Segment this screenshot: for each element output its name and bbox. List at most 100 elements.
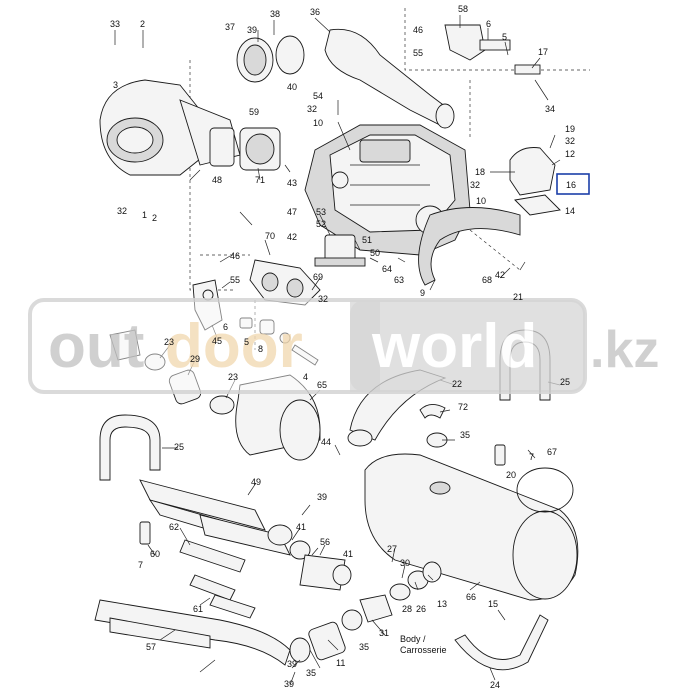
- callout-40: 40: [287, 82, 297, 92]
- callout-45: 45: [212, 336, 222, 346]
- callout-4: 4: [303, 372, 308, 382]
- watermark: out door world .kz: [28, 298, 659, 394]
- callout-1: 1: [142, 210, 147, 220]
- callout-5: 5: [244, 337, 249, 347]
- callout-35: 35: [306, 668, 316, 678]
- callout-42: 42: [495, 270, 505, 280]
- callout-22: 22: [452, 379, 462, 389]
- callout-20: 20: [506, 470, 516, 480]
- callout-26: 26: [416, 604, 426, 614]
- heat-shields: [179, 539, 256, 619]
- callout-25: 25: [174, 442, 184, 452]
- callout-28: 28: [402, 604, 412, 614]
- collector-pipes: [139, 479, 352, 591]
- callout-46: 46: [413, 25, 423, 35]
- callout-11: 11: [336, 658, 345, 668]
- callout-69: 69: [313, 272, 323, 282]
- callout-42: 42: [287, 232, 297, 242]
- callout-18: 18: [475, 167, 485, 177]
- callout-57: 57: [146, 642, 156, 652]
- callout-29: 29: [190, 354, 200, 364]
- callout-53: 53: [316, 207, 326, 217]
- callout-25: 25: [560, 377, 570, 387]
- callout-10: 10: [476, 196, 486, 206]
- callout-9: 9: [420, 288, 425, 298]
- outlet-fittings: [289, 561, 442, 663]
- callout-5: 5: [502, 32, 507, 42]
- throttle-body: [209, 127, 281, 171]
- support-bracket: [418, 207, 521, 286]
- air-duct: [236, 28, 455, 129]
- callout-37: 37: [225, 22, 235, 32]
- upper-bracket: [444, 24, 541, 75]
- callout-39: 39: [247, 25, 257, 35]
- callout-39: 39: [317, 492, 327, 502]
- callout-58: 58: [458, 4, 468, 14]
- callout-55: 55: [413, 48, 423, 58]
- callout-7: 7: [138, 560, 143, 570]
- callout-6: 6: [486, 19, 491, 29]
- callout-35: 35: [460, 430, 470, 440]
- callout-50: 50: [370, 248, 380, 258]
- callout-30: 30: [400, 558, 410, 568]
- assembly-guides: [189, 8, 590, 350]
- highlight-callout: 16: [566, 180, 576, 190]
- callout-12: 12: [565, 149, 575, 159]
- exhaust-manifold: [249, 259, 321, 306]
- callout-34: 34: [545, 104, 555, 114]
- strap-bottom: [454, 614, 549, 671]
- small-clips: [139, 404, 506, 545]
- intake-housing: [99, 79, 241, 176]
- callout-62: 62: [169, 522, 179, 532]
- callout-52: 52: [316, 219, 326, 229]
- callout-2: 2: [152, 213, 157, 223]
- callout-43: 43: [287, 178, 297, 188]
- callout-17: 17: [538, 47, 548, 57]
- callout-56: 56: [320, 537, 330, 547]
- watermark-door: door: [165, 312, 303, 381]
- callout-15: 15: [488, 599, 498, 609]
- callout-72: 72: [458, 402, 468, 412]
- callout-36: 36: [310, 7, 320, 17]
- lower-exhaust-pipe: [94, 599, 291, 666]
- callout-31: 31: [379, 628, 389, 638]
- callout-32: 32: [117, 206, 127, 216]
- callout-49: 49: [251, 477, 261, 487]
- callout-6: 6: [223, 322, 228, 332]
- main-muffler: [364, 453, 579, 601]
- strap-left: [99, 414, 161, 481]
- callout-19: 19: [565, 124, 575, 134]
- callout-70: 70: [265, 231, 275, 241]
- callout-7: 7: [529, 452, 534, 462]
- callout-44: 44: [321, 437, 331, 447]
- callout-10: 10: [313, 118, 323, 128]
- callout-32: 32: [307, 104, 317, 114]
- callout-13: 13: [437, 599, 447, 609]
- callout-48: 48: [212, 175, 222, 185]
- callout-55: 55: [230, 275, 240, 285]
- callout-47: 47: [287, 207, 297, 217]
- callout-41: 41: [296, 522, 306, 532]
- callout-32: 32: [470, 180, 480, 190]
- muffler-can: [235, 374, 321, 461]
- engine-mount: [509, 147, 561, 216]
- rubber-mount: [314, 234, 366, 267]
- callout-23: 23: [164, 337, 174, 347]
- callout-39: 39: [284, 679, 294, 689]
- callout-66: 66: [466, 592, 476, 602]
- callout-41: 41: [343, 549, 353, 559]
- watermark-suffix: .kz: [590, 321, 659, 379]
- callout-64: 64: [382, 264, 392, 274]
- watermark-world: world: [371, 312, 537, 381]
- exhaust-coupler: [109, 329, 235, 415]
- callout-8: 8: [258, 344, 263, 354]
- footnote-body-fr: Carrosserie: [400, 645, 447, 655]
- callout-54: 54: [313, 91, 323, 101]
- callout-59: 59: [249, 107, 259, 117]
- callout-63: 63: [394, 275, 404, 285]
- callout-27: 27: [387, 544, 397, 554]
- callout-23: 23: [228, 372, 238, 382]
- callout-21: 21: [513, 292, 523, 302]
